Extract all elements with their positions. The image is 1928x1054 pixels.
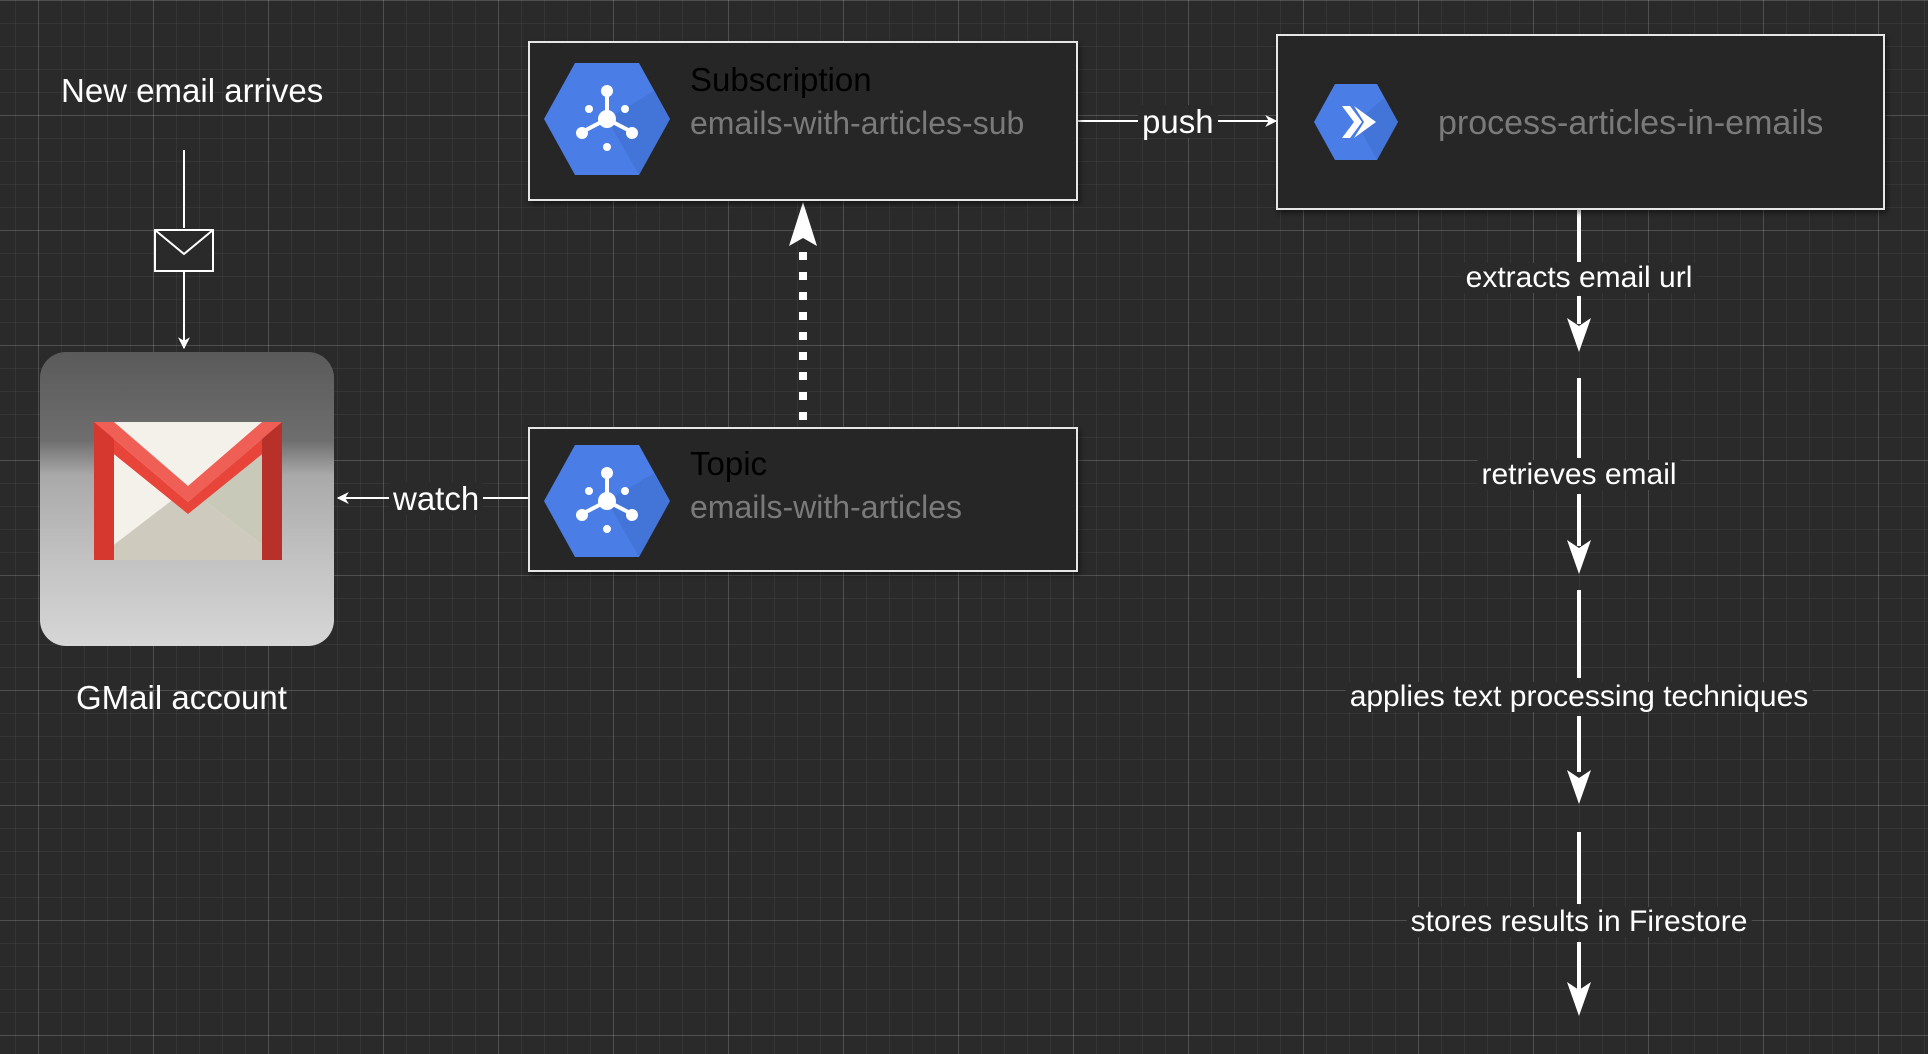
cloud-run-service-name: process-articles-in-emails: [1438, 104, 1824, 142]
envelope-icon: [154, 229, 214, 272]
subscription-title: Subscription: [690, 61, 872, 98]
new-email-label: New email arrives: [61, 72, 324, 109]
topic-name: emails-with-articles: [690, 489, 963, 525]
subscription-name: emails-with-articles-sub: [690, 105, 1025, 141]
gmail-account-label: GMail account: [76, 679, 287, 716]
step-retrieves-email: retrieves email: [1477, 460, 1681, 490]
pubsub-icon: [544, 63, 670, 175]
subscription-node[interactable]: Subscription emails-with-articles-sub: [528, 41, 1078, 201]
watch-label: watch: [389, 482, 484, 515]
process-flow-connector: [1567, 210, 1591, 1016]
topic-title: Topic: [690, 445, 768, 482]
step-applies-text-processing: applies text processing techniques: [1345, 682, 1813, 712]
pubsub-icon: [544, 445, 670, 557]
topic-node[interactable]: Topic emails-with-articles: [528, 427, 1078, 572]
topic-to-subscription-connector: [789, 202, 817, 420]
push-label: push: [1138, 105, 1218, 138]
cloud-run-icon: [1314, 84, 1398, 160]
step-extracts-email-url: extracts email url: [1461, 263, 1697, 293]
cloud-run-node[interactable]: process-articles-in-emails: [1276, 34, 1885, 210]
gmail-account-node[interactable]: [40, 352, 334, 646]
step-stores-results: stores results in Firestore: [1406, 907, 1752, 937]
gmail-logo-icon: [94, 422, 282, 560]
